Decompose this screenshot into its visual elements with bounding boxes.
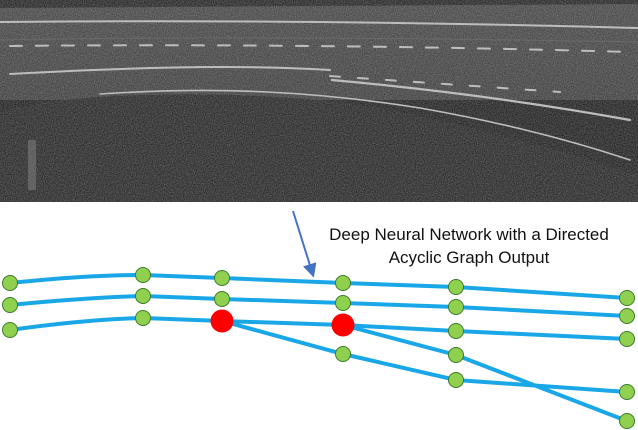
- caption-line-1: Deep Neural Network with a Directed: [329, 225, 609, 244]
- graph-node: [619, 331, 635, 347]
- graph-node: [448, 372, 464, 388]
- lidar-image: [0, 0, 638, 202]
- graph-node: [135, 267, 151, 283]
- graph-node: [448, 347, 464, 363]
- graph-node: [214, 270, 230, 286]
- diagram-panel: [0, 202, 638, 430]
- fork-node: [210, 309, 234, 333]
- graph-node: [2, 275, 18, 291]
- graph-node: [448, 299, 464, 315]
- graph-nodes: [2, 267, 635, 429]
- graph-node: [335, 275, 351, 291]
- pointer-arrow: [292, 210, 317, 278]
- graph-node: [2, 297, 18, 313]
- graph-node: [335, 295, 351, 311]
- graph-node: [448, 279, 464, 295]
- graph-node: [619, 384, 635, 400]
- graph-node: [619, 290, 635, 306]
- graph-node: [335, 346, 351, 362]
- noise-texture: [0, 0, 638, 202]
- fork-node: [331, 313, 355, 337]
- roadside-object: [28, 140, 36, 190]
- graph-node: [448, 323, 464, 339]
- caption-line-2: Acyclic Graph Output: [389, 248, 550, 267]
- graph-node: [214, 291, 230, 307]
- graph-node: [135, 288, 151, 304]
- graph-node: [135, 310, 151, 326]
- graph-node: [619, 413, 635, 429]
- graph-node: [2, 322, 18, 338]
- lane-markings: [0, 20, 638, 161]
- fork-nodes: [210, 309, 355, 337]
- graph-node: [619, 308, 635, 324]
